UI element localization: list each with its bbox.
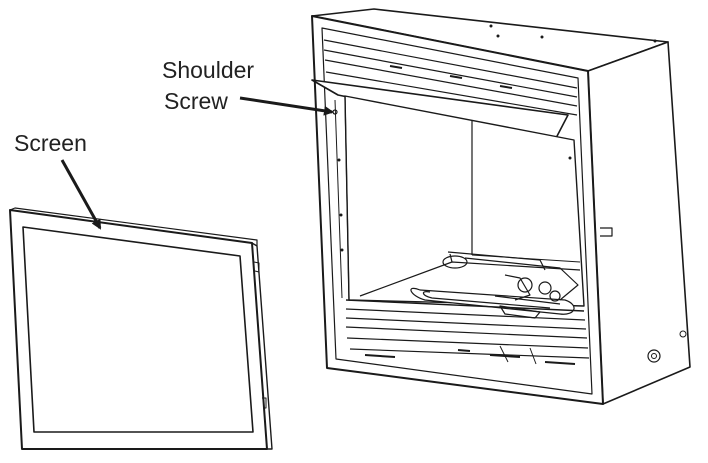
- firebox-right-side: [587, 41, 691, 405]
- firebox-unit: [311, 8, 691, 405]
- label-screen: Screen: [14, 130, 87, 156]
- screen-panel: [9, 207, 273, 450]
- label-screw-line2: Screw: [164, 88, 228, 114]
- shoulder-screw-arrow: [239, 96, 334, 116]
- screen-arrow: [60, 159, 102, 230]
- burner-assembly: [359, 251, 581, 319]
- label-shoulder-line1: Shoulder: [162, 57, 255, 83]
